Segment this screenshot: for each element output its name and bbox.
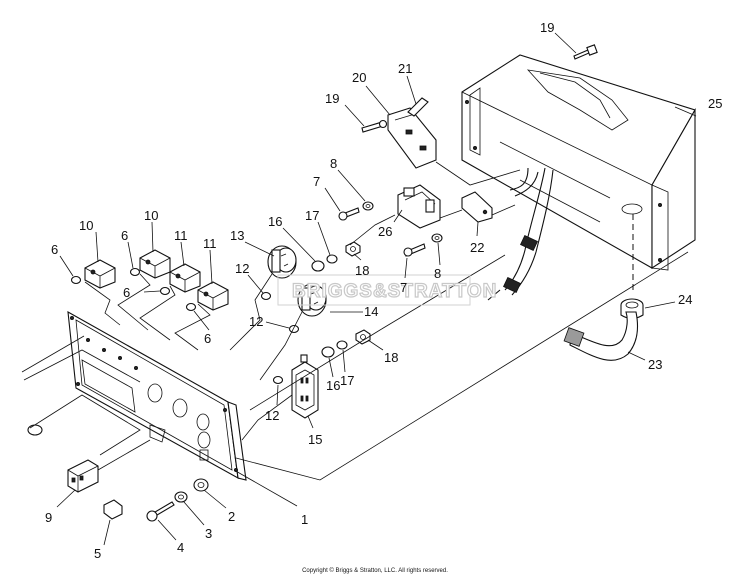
o-ring-12-c xyxy=(272,375,284,385)
screw-19-top xyxy=(573,44,598,60)
o-ring-6-d xyxy=(185,302,197,312)
callout-6-b: 6 xyxy=(121,228,128,243)
callout-19-left: 19 xyxy=(325,91,339,106)
callout-5: 5 xyxy=(94,546,101,561)
control-panel xyxy=(67,310,247,481)
wiring-harness xyxy=(487,167,554,301)
callout-3: 3 xyxy=(205,526,212,541)
relay-26 xyxy=(397,184,441,229)
callout-8-lower: 8 xyxy=(434,266,441,281)
switch-11-right xyxy=(197,281,229,311)
callout-6-c: 6 xyxy=(123,285,130,300)
callout-26: 26 xyxy=(378,224,392,239)
screw-4 xyxy=(146,501,175,522)
callout-16-upper: 16 xyxy=(268,214,282,229)
callout-7-lower: 7 xyxy=(400,280,407,295)
o-ring-12-a xyxy=(260,291,272,301)
callout-numbers: 1 2 3 4 5 6 6 6 6 7 7 8 8 9 10 10 11 11 … xyxy=(45,20,722,561)
receptacle-14 xyxy=(297,283,327,317)
washer-8-upper xyxy=(362,201,374,211)
washer-2 xyxy=(193,478,209,492)
callout-19-top: 19 xyxy=(540,20,554,35)
callout-13: 13 xyxy=(230,228,244,243)
callout-6-d: 6 xyxy=(204,331,211,346)
receptacle-15 xyxy=(291,354,319,419)
callout-12-b: 12 xyxy=(249,314,263,329)
callout-6-a: 6 xyxy=(51,242,58,257)
callout-7-upper: 7 xyxy=(313,174,320,189)
callout-11-a: 11 xyxy=(174,228,188,243)
standoff-21 xyxy=(407,97,429,117)
wiring-routes xyxy=(21,161,689,481)
receptacle-13 xyxy=(267,245,297,279)
watermark-text: BRIGGS&STRATTON xyxy=(292,281,497,302)
housing-box xyxy=(461,54,696,271)
plug-5 xyxy=(103,499,123,520)
callout-23: 23 xyxy=(648,357,662,372)
callout-16-lower: 16 xyxy=(326,378,340,393)
watermark: BRIGGS&STRATTON xyxy=(277,274,497,306)
copyright-notice: Copyright © Briggs & Stratton, LLC. All … xyxy=(302,568,448,574)
callout-2: 2 xyxy=(228,509,235,524)
callout-17-lower: 17 xyxy=(340,373,354,388)
callout-1: 1 xyxy=(301,512,308,527)
screw-7-lower xyxy=(403,243,426,257)
switch-11-left xyxy=(169,263,201,293)
callout-12-a: 12 xyxy=(235,261,249,276)
screw-7-upper xyxy=(338,207,360,221)
o-ring-6-b xyxy=(129,267,141,277)
screw-19 xyxy=(361,119,388,133)
callout-22: 22 xyxy=(470,240,484,255)
callout-10-a: 10 xyxy=(79,218,93,233)
o-ring-12-b xyxy=(288,324,300,334)
circuit-board-20 xyxy=(387,107,437,169)
switch-9 xyxy=(67,459,99,493)
callout-4: 4 xyxy=(177,540,184,555)
callout-9: 9 xyxy=(45,510,52,525)
nut-18-upper xyxy=(345,241,361,257)
callout-8-upper: 8 xyxy=(330,156,337,171)
callout-18-lower: 18 xyxy=(384,350,398,365)
callout-21: 21 xyxy=(398,61,412,76)
leader-lines xyxy=(56,32,697,546)
grommet-left xyxy=(27,424,43,436)
callout-12-c: 12 xyxy=(265,408,279,423)
bracket-22 xyxy=(461,191,493,223)
nut-18-lower xyxy=(355,329,371,345)
callout-11-b: 11 xyxy=(203,236,217,251)
callout-25: 25 xyxy=(708,96,722,111)
washer-8-lower xyxy=(431,233,443,243)
callout-10-b: 10 xyxy=(144,208,158,223)
callout-17-upper: 17 xyxy=(305,208,319,223)
callout-20: 20 xyxy=(352,70,366,85)
switch-10-right xyxy=(139,249,171,279)
washer-17-upper xyxy=(326,254,338,264)
callout-18-upper: 18 xyxy=(355,263,369,278)
callout-14: 14 xyxy=(364,304,378,319)
o-ring-6-c xyxy=(159,286,171,296)
callout-15: 15 xyxy=(308,432,322,447)
washer-17-lower xyxy=(336,340,348,350)
switch-10-left xyxy=(84,259,116,289)
callout-24: 24 xyxy=(678,292,692,307)
lock-washer-3 xyxy=(174,491,188,503)
washer-16-upper xyxy=(311,260,325,272)
hose-23 xyxy=(563,311,639,361)
o-ring-6-a xyxy=(70,275,82,285)
washer-16-lower xyxy=(321,346,335,358)
